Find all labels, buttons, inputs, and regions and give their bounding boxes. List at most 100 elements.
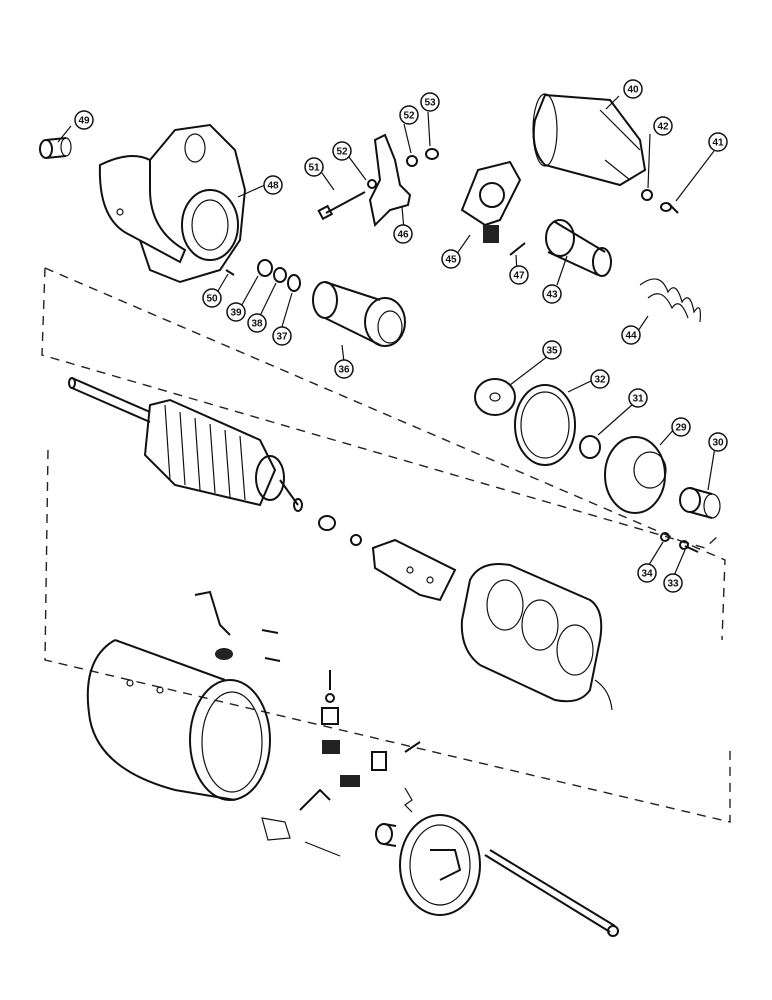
callout-circle — [637, 563, 657, 583]
callout-label: 46 — [397, 230, 409, 241]
callout-label: 31 — [632, 394, 644, 405]
callout-circle — [590, 369, 610, 389]
callout-circle — [653, 116, 673, 136]
callout-50: 50 — [202, 288, 222, 308]
callout-label: 36 — [338, 365, 350, 376]
callout-label: 52 — [403, 111, 415, 122]
callout-47: 47 — [509, 265, 529, 285]
washer-part-52b — [406, 155, 418, 167]
callout-44: 44 — [621, 325, 641, 345]
callout-circle — [202, 288, 222, 308]
callout-label: 43 — [546, 290, 558, 301]
shim-a — [261, 817, 291, 841]
callout-circle — [332, 141, 352, 161]
callout-circle — [263, 175, 283, 195]
callout-circle — [272, 326, 292, 346]
callout-45: 45 — [441, 249, 461, 269]
drive-housing-part-48 — [98, 123, 247, 284]
callout-circle — [623, 79, 643, 99]
field-frame — [86, 639, 271, 801]
callout-label: 47 — [513, 271, 525, 282]
callout-29: 29 — [671, 417, 691, 437]
drive-pinion-part-36 — [312, 281, 406, 347]
gasket-part-32 — [514, 384, 576, 466]
callout-42: 42 — [653, 116, 673, 136]
thru-bolt — [484, 849, 619, 937]
callout-label: 34 — [641, 569, 653, 580]
callout-34: 34 — [637, 563, 657, 583]
field-coil-assembly — [460, 563, 613, 711]
terminal-stud — [321, 670, 339, 725]
callout-circle — [663, 573, 683, 593]
armature-washer — [318, 515, 362, 546]
screw-c — [404, 741, 421, 753]
callout-43: 43 — [542, 284, 562, 304]
bushing-end — [375, 823, 397, 847]
lock-washer-part-42 — [641, 189, 653, 201]
pole-shoe — [371, 538, 457, 602]
brush-spring-clip — [299, 788, 331, 811]
callout-circle — [708, 132, 728, 152]
callout-40: 40 — [623, 79, 643, 99]
brush — [340, 775, 360, 787]
callout-label: 49 — [78, 116, 90, 127]
callout-label: 39 — [230, 308, 242, 319]
upper-dashed-boundary — [41, 267, 719, 549]
commutator-end-frame — [399, 814, 481, 916]
thrust-washer-part-35 — [474, 378, 516, 416]
screw-a — [261, 629, 279, 634]
nut-part-52a — [367, 179, 377, 189]
lower-dashed-boundary — [44, 449, 731, 823]
callout-label: 50 — [206, 294, 218, 305]
plunger-plate-part-45 — [460, 160, 522, 243]
brush-holder — [322, 740, 340, 754]
callout-41: 41 — [708, 132, 728, 152]
callout-30: 30 — [708, 432, 728, 452]
callout-circle — [226, 302, 246, 322]
callout-circle — [708, 432, 728, 452]
callout-37: 37 — [272, 326, 292, 346]
callout-label: 30 — [712, 438, 724, 449]
callout-51: 51 — [304, 157, 324, 177]
plunger-part-43 — [545, 219, 612, 277]
plug — [215, 648, 233, 660]
callout-38: 38 — [247, 313, 267, 333]
bracket-clip — [194, 590, 231, 636]
callout-label: 33 — [667, 579, 679, 590]
callout-48: 48 — [263, 175, 283, 195]
callout-52: 52 — [332, 141, 352, 161]
armature — [68, 377, 303, 512]
callout-group: 4948515252534640424145474344503938373635… — [74, 79, 728, 593]
shim-b — [304, 841, 341, 857]
callout-label: 42 — [657, 122, 669, 133]
callout-circle — [542, 284, 562, 304]
callout-label: 48 — [267, 181, 279, 192]
callout-circle — [420, 92, 440, 112]
callout-32: 32 — [590, 369, 610, 389]
callout-label: 37 — [276, 332, 288, 343]
washer-part-38 — [273, 267, 287, 283]
callout-circle — [247, 313, 267, 333]
spring-part-44 — [639, 278, 701, 323]
bushing-part-30 — [679, 487, 721, 519]
brush-insulator — [371, 751, 387, 771]
callout-circle — [628, 388, 648, 408]
callout-label: 44 — [625, 331, 637, 342]
screw-part-33 — [679, 540, 699, 553]
callout-46: 46 — [393, 224, 413, 244]
pin-part-50 — [225, 269, 235, 276]
lock-washer-part-34 — [660, 532, 670, 542]
callout-circle — [509, 265, 529, 285]
roll-pin-part-47 — [509, 242, 526, 256]
washer-part-39 — [257, 259, 273, 277]
callout-label: 29 — [675, 423, 687, 434]
callout-label: 38 — [251, 319, 263, 330]
callout-52: 52 — [399, 105, 419, 125]
spring-small — [404, 787, 413, 813]
callout-label: 51 — [308, 163, 320, 174]
pin-part-53 — [425, 148, 439, 160]
screw-b — [264, 657, 281, 662]
callout-31: 31 — [628, 388, 648, 408]
callout-label: 52 — [336, 147, 348, 158]
